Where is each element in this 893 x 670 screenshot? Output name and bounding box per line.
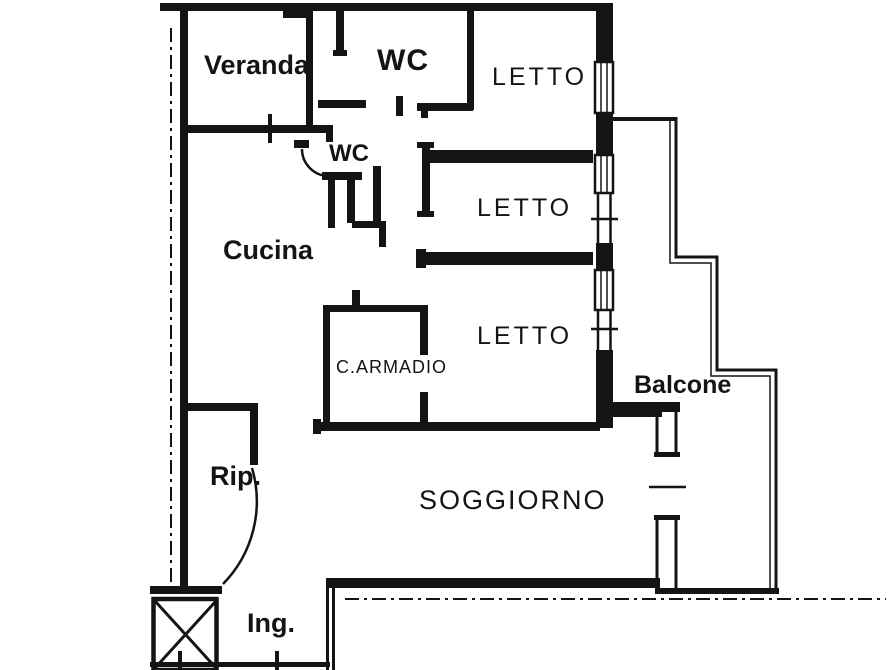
- wall-armadio-left: [323, 305, 330, 430]
- window-letto3-icon: [593, 268, 615, 312]
- window-symbols: [591, 60, 618, 350]
- wall-corridor-cap-top: [417, 142, 434, 148]
- wall-ing-right-outer: [326, 578, 329, 670]
- wall-wc2-bottom: [352, 221, 381, 228]
- room-label-balcone: Balcone: [634, 371, 732, 399]
- room-label-wc-middle: WC: [329, 140, 369, 167]
- room-label-letto-3: LETTO: [477, 322, 573, 350]
- wall-veranda-right: [306, 17, 313, 129]
- wall-top-notch: [283, 10, 313, 18]
- wall-wc2-top: [322, 172, 362, 180]
- wall-wc2-left: [328, 180, 335, 228]
- wall-lobby-top: [417, 103, 473, 111]
- wall-divider-cap: [416, 249, 426, 268]
- wall-armadio-right-lower: [420, 392, 428, 430]
- wall-letto1-left: [467, 3, 474, 110]
- room-label-cucina: Cucina: [223, 235, 314, 265]
- wall-band-ledge: [600, 412, 662, 417]
- wall-wc2-descender: [379, 221, 386, 247]
- stairwell-x-icon: [151, 596, 219, 670]
- room-label-soggiorno: SOGGIORNO: [419, 485, 607, 515]
- wall-rip-bottom: [150, 586, 222, 594]
- wall-wc2-mid: [347, 180, 355, 223]
- french-window-1-icon: [591, 193, 618, 243]
- wall-rip-jamb: [250, 403, 258, 465]
- room-label-veranda: Veranda: [204, 50, 310, 80]
- wall-veranda-bottom: [180, 125, 333, 133]
- wall-right-1: [596, 3, 613, 62]
- wall-wc1-left: [336, 10, 344, 55]
- wall-veranda-left: [180, 3, 188, 133]
- door-arc-wc-icon: [300, 148, 330, 178]
- room-label-rip: Rip.: [210, 461, 261, 491]
- room-label-letto-1: LETTO: [492, 63, 588, 91]
- wall-armadio-right-upper: [420, 305, 428, 355]
- wall-band-right: [596, 402, 680, 412]
- wall-soggiorno-top: [314, 422, 600, 431]
- wall-soggiorno-top-cap: [313, 419, 321, 434]
- wall-divider-letto2-3: [417, 252, 593, 265]
- window-letto1-icon: [593, 60, 615, 115]
- boundary-dashdot-lines: [170, 28, 886, 600]
- wall-soggiorno-bottom: [326, 578, 660, 588]
- balcony-bottom-edge: [655, 588, 779, 594]
- wall-armadio-stub: [352, 290, 360, 305]
- window-letto2-icon: [593, 153, 615, 195]
- room-label-ing: Ing.: [247, 608, 295, 638]
- wall-wc2-right: [373, 166, 381, 228]
- veranda-window-tick: [268, 114, 272, 143]
- wall-wc2-hinge-jamb: [294, 140, 309, 148]
- french-window-2-icon: [591, 310, 618, 350]
- entry-threshold: [150, 651, 330, 670]
- wall-right-2: [596, 113, 613, 155]
- room-label-letto-2: LETTO: [477, 194, 573, 222]
- wall-right-3: [596, 243, 613, 270]
- room-label-wc-top: WC: [377, 44, 429, 77]
- wall-top: [160, 3, 600, 11]
- wall-lobby-stub: [421, 111, 428, 118]
- wall-corridor-cap-bottom: [417, 211, 434, 217]
- room-label-c-armadio: C.ARMADIO: [336, 357, 448, 377]
- wall-rip-top: [185, 403, 258, 411]
- walls: [150, 3, 779, 670]
- wall-wc1-bottom: [318, 100, 366, 108]
- door-arc-rip-icon: [222, 467, 259, 585]
- wall-divider-letto1-2: [430, 150, 593, 163]
- wall-wc1-left-cap: [333, 50, 347, 56]
- wall-corridor: [422, 142, 430, 217]
- soggiorno-right-wall: [649, 412, 686, 588]
- wall-armadio-top: [323, 305, 427, 312]
- wall-stub: [326, 133, 333, 142]
- door-arcs: [222, 148, 330, 585]
- wall-jamb-stub: [396, 96, 403, 116]
- balcony-outline: [610, 117, 778, 591]
- wall-ing-right-inner: [332, 578, 335, 670]
- wall-left: [180, 133, 188, 593]
